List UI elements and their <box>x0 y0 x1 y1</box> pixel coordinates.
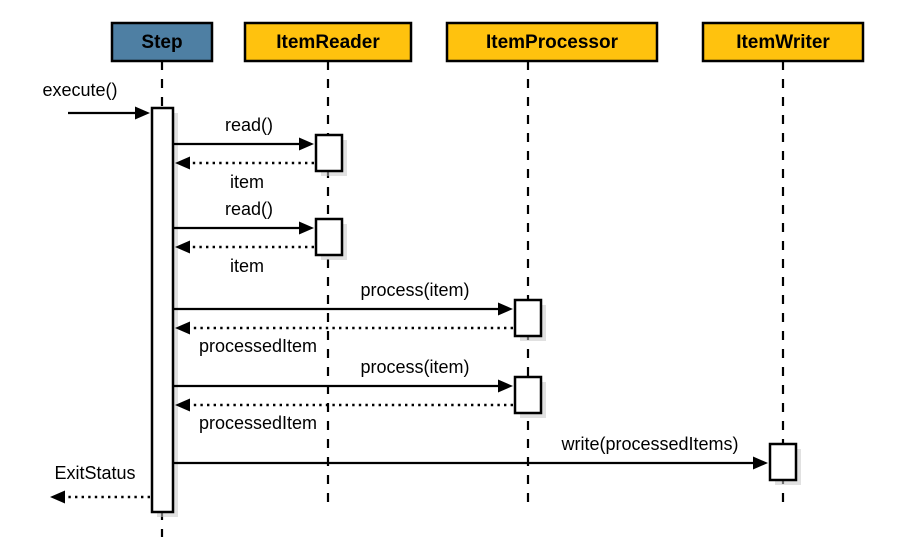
participant-label-step: Step <box>141 32 182 53</box>
message-label-msg-read-2: read() <box>225 199 273 219</box>
message-msg-read-1: read() <box>173 115 314 151</box>
message-msg-item-1: item <box>175 156 314 192</box>
message-arrowhead-msg-processeditem-1 <box>175 321 190 335</box>
message-arrowhead-msg-item-2 <box>175 240 190 254</box>
message-msg-execute: execute() <box>42 80 150 120</box>
participant-box-item-processor[interactable] <box>445 21 659 63</box>
message-arrowhead-msg-process-1 <box>498 302 513 316</box>
message-label-msg-exitstatus: ExitStatus <box>54 463 135 483</box>
message-arrowhead-msg-process-2 <box>498 379 513 393</box>
message-arrowhead-msg-read-2 <box>299 221 314 235</box>
participant-label-item-writer: ItemWriter <box>736 32 830 53</box>
message-msg-process-1: process(item) <box>173 280 513 316</box>
message-label-msg-processeditem-2: processedItem <box>199 413 317 433</box>
participant-label-item-reader: ItemReader <box>276 32 380 53</box>
message-msg-item-2: item <box>175 240 314 276</box>
participant-box-step[interactable] <box>110 21 214 63</box>
participant-label-item-processor: ItemProcessor <box>486 32 619 53</box>
message-label-msg-process-2: process(item) <box>360 357 469 377</box>
reader-activation-2 <box>314 217 344 257</box>
participant-box-item-writer[interactable] <box>701 21 865 63</box>
messages-layer: execute() read() item read() item process(ite… <box>42 80 768 504</box>
message-msg-processeditem-1: processedItem <box>175 321 513 356</box>
participant-box-item-reader[interactable] <box>243 21 413 63</box>
participant-step[interactable]: Step <box>110 21 214 63</box>
message-label-msg-processeditem-1: processedItem <box>199 336 317 356</box>
message-msg-exitstatus: ExitStatus <box>50 463 150 504</box>
message-label-msg-execute: execute() <box>42 80 117 100</box>
activations-layer <box>150 106 801 517</box>
step-activation <box>150 106 175 514</box>
message-label-msg-read-1: read() <box>225 115 273 135</box>
writer-activation-1 <box>768 442 798 482</box>
message-arrowhead-msg-item-1 <box>175 156 190 170</box>
message-msg-processeditem-2: processedItem <box>175 398 513 433</box>
processor-activation-2 <box>513 375 543 415</box>
participant-headers-layer: Step ItemReader ItemProcessor ItemWriter <box>110 21 865 63</box>
message-arrowhead-msg-write <box>753 456 768 470</box>
message-label-msg-item-1: item <box>230 172 264 192</box>
participant-item-writer[interactable]: ItemWriter <box>701 21 865 63</box>
message-arrowhead-msg-exitstatus <box>50 490 65 504</box>
processor-activation-1 <box>513 298 543 338</box>
message-msg-read-2: read() <box>173 199 314 235</box>
message-arrowhead-msg-processeditem-2 <box>175 398 190 412</box>
participant-item-reader[interactable]: ItemReader <box>243 21 413 63</box>
message-msg-write: write(processedItems) <box>173 434 768 470</box>
message-label-msg-write: write(processedItems) <box>560 434 738 454</box>
reader-activation-1 <box>314 133 344 173</box>
message-arrowhead-msg-read-1 <box>299 137 314 151</box>
message-msg-process-2: process(item) <box>173 357 513 393</box>
message-label-msg-item-2: item <box>230 256 264 276</box>
participant-item-processor[interactable]: ItemProcessor <box>445 21 659 63</box>
message-label-msg-process-1: process(item) <box>360 280 469 300</box>
message-arrowhead-msg-execute <box>135 106 150 120</box>
